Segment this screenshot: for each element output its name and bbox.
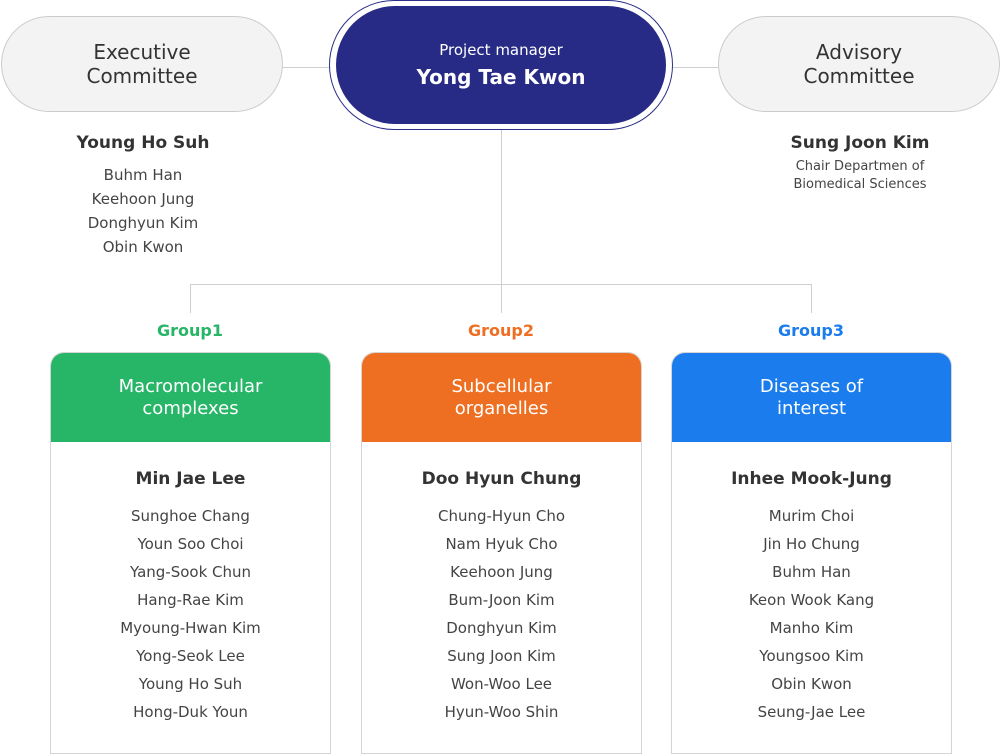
executive-committee-members: Young Ho Suh Buhm Han Keehoon Jung Dongh…: [0, 132, 293, 259]
group1-lead: Min Jae Lee: [135, 469, 246, 489]
group3-member: Keon Wook Kang: [748, 591, 875, 609]
group1-member: Yang-Sook Chun: [129, 563, 252, 581]
executive-member: Keehoon Jung: [91, 190, 195, 208]
group1-header: Macromolecular complexes: [51, 353, 330, 442]
group1-member: Hong-Duk Youn: [133, 703, 248, 721]
group2-member: Donghyun Kim: [446, 619, 557, 637]
group1-member: Sunghoe Chang: [131, 507, 250, 525]
group2-label: Group2: [468, 321, 534, 340]
project-manager-pill: Project manager Yong Tae Kwon: [336, 6, 666, 124]
group3-member: Manho Kim: [769, 619, 854, 637]
group2-lead: Doo Hyun Chung: [421, 469, 582, 489]
group3-member: Obin Kwon: [771, 675, 852, 693]
advisory-committee-lead: Sung Joon Kim: [790, 133, 930, 153]
group2-title-line1: Subcellular: [451, 375, 552, 397]
group2-member: Won-Woo Lee: [450, 675, 553, 693]
project-manager-name: Yong Tae Kwon: [416, 65, 586, 89]
executive-committee-pill: Executive Committee: [1, 16, 283, 112]
group3-member: Murim Choi: [768, 507, 855, 525]
connector-pm-vertical: [501, 129, 502, 284]
group3-body: Inhee Mook-Jung Murim Choi Jin Ho Chung …: [672, 442, 951, 726]
advisory-affiliation-line1: Chair Departmen of: [795, 159, 925, 174]
group1-title-line2: complexes: [142, 397, 239, 419]
project-manager-role: Project manager: [439, 41, 563, 59]
executive-committee-title-line1: Executive: [93, 40, 191, 64]
group3-title-line2: interest: [776, 397, 847, 419]
connector-exec-to-pm: [283, 67, 330, 68]
group3-lead: Inhee Mook-Jung: [731, 469, 892, 489]
group2-card: Subcellular organelles Doo Hyun Chung Ch…: [361, 352, 642, 754]
executive-member: Obin Kwon: [102, 238, 184, 256]
executive-member: Donghyun Kim: [87, 214, 199, 232]
group1-member: Hang-Rae Kim: [137, 591, 244, 609]
group3-member: Youngsoo Kim: [759, 647, 864, 665]
group3-member: Seung-Jae Lee: [757, 703, 866, 721]
group1-member: Yong-Seok Lee: [136, 647, 245, 665]
group1-label: Group1: [157, 321, 223, 340]
group3-label: Group3: [778, 321, 844, 340]
group1-card: Macromolecular complexes Min Jae Lee Sun…: [50, 352, 331, 754]
group2-header: Subcellular organelles: [362, 353, 641, 442]
group2-member: Bum-Joon Kim: [448, 591, 555, 609]
connector-pm-to-advisory: [672, 67, 719, 68]
group2-body: Doo Hyun Chung Chung-Hyun Cho Nam Hyuk C…: [362, 442, 641, 726]
group1-member: Myoung-Hwan Kim: [120, 619, 261, 637]
connector-group3-drop: [811, 284, 812, 313]
advisory-committee-pill: Advisory Committee: [718, 16, 1000, 112]
connector-group2-drop: [501, 284, 502, 313]
connector-group1-drop: [190, 284, 191, 313]
group2-member: Nam Hyuk Cho: [445, 535, 558, 553]
group2-member: Sung Joon Kim: [447, 647, 556, 665]
group2-member: Chung-Hyun Cho: [437, 507, 566, 525]
group3-header: Diseases of interest: [672, 353, 951, 442]
group3-member: Jin Ho Chung: [763, 535, 860, 553]
executive-member: Buhm Han: [103, 166, 183, 184]
group2-title-line2: organelles: [454, 397, 549, 419]
group1-member: Youn Soo Choi: [137, 535, 244, 553]
group3-card: Diseases of interest Inhee Mook-Jung Mur…: [671, 352, 952, 754]
group3-member: Buhm Han: [772, 563, 851, 581]
group1-title-line1: Macromolecular: [118, 375, 263, 397]
group2-member: Keehoon Jung: [450, 563, 553, 581]
advisory-affiliation-line2: Biomedical Sciences: [793, 177, 927, 192]
executive-committee-lead: Young Ho Suh: [76, 133, 210, 153]
advisory-committee-title-line1: Advisory: [815, 40, 903, 64]
advisory-committee-members: Sung Joon Kim Chair Departmen of Biomedi…: [710, 132, 1002, 194]
group3-title-line1: Diseases of: [759, 375, 864, 397]
group1-body: Min Jae Lee Sunghoe Chang Youn Soo Choi …: [51, 442, 330, 726]
advisory-committee-title-line2: Committee: [803, 64, 915, 88]
group2-member: Hyun-Woo Shin: [444, 703, 559, 721]
executive-committee-title-line2: Committee: [86, 64, 198, 88]
group1-member: Young Ho Suh: [138, 675, 243, 693]
